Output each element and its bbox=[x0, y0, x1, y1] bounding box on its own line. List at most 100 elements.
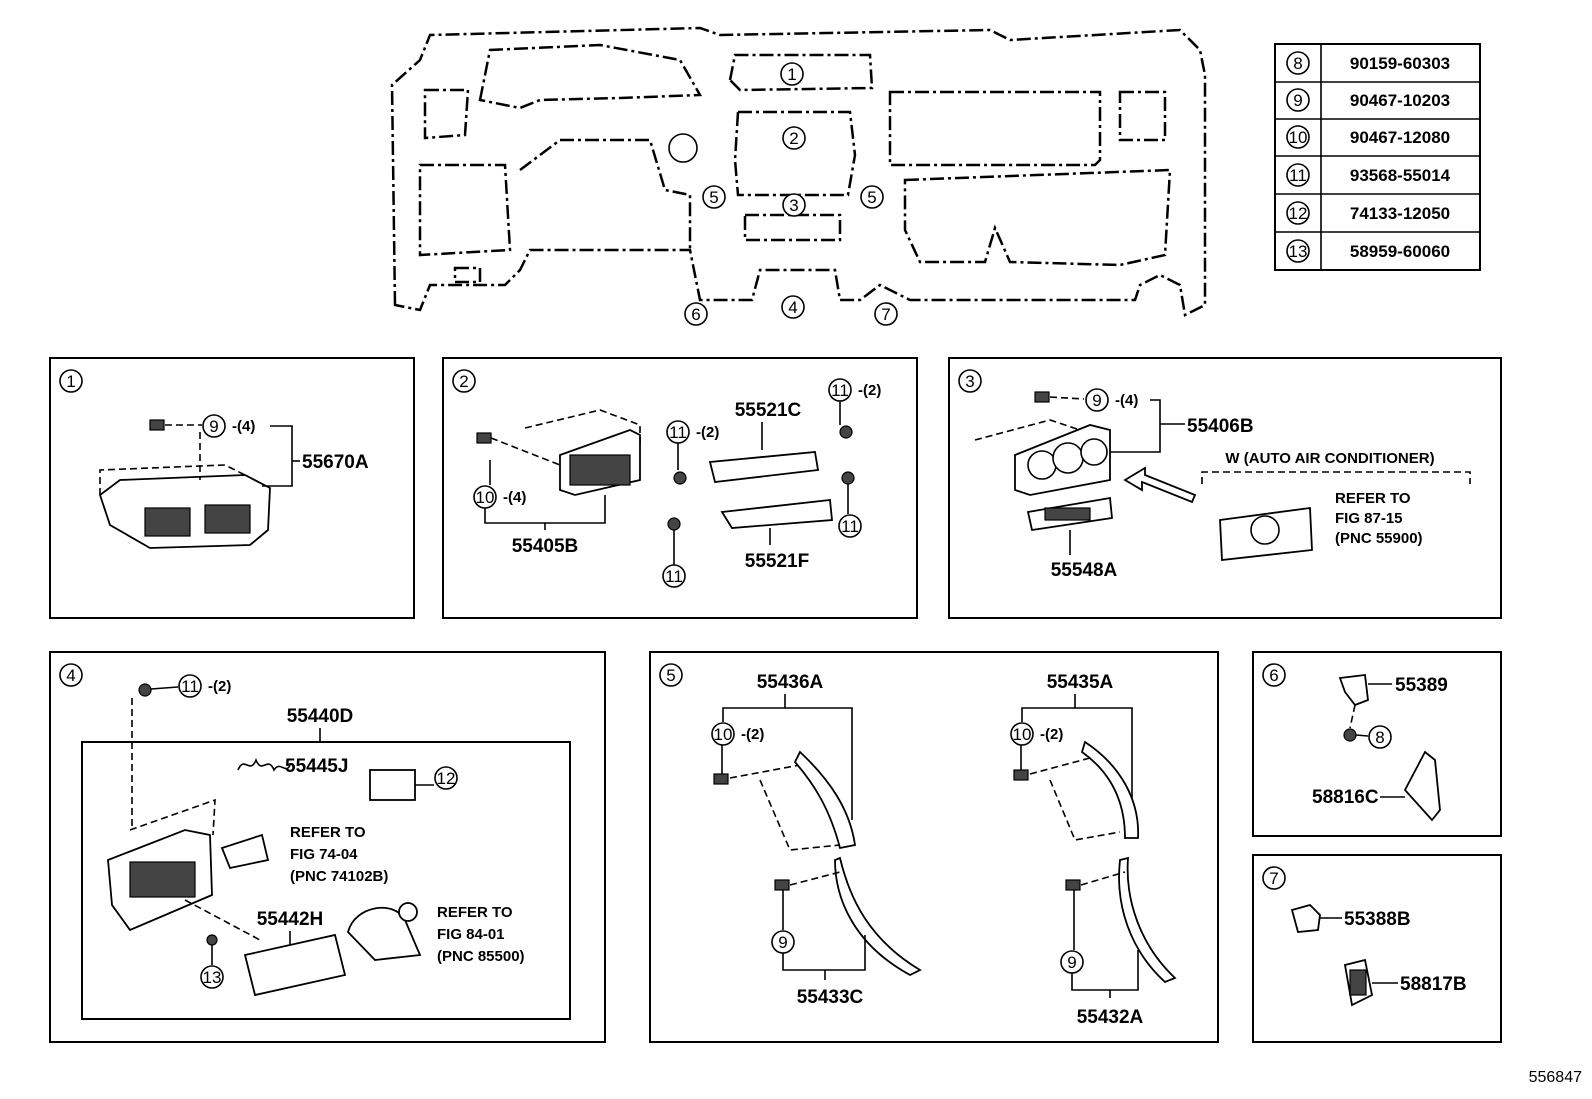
clip-icon bbox=[1034, 391, 1050, 403]
svg-text:12: 12 bbox=[437, 769, 456, 788]
instrument-panel-overview bbox=[390, 26, 1207, 317]
svg-text:4: 4 bbox=[788, 298, 797, 317]
svg-text:-(4): -(4) bbox=[232, 418, 255, 435]
register-55670A bbox=[98, 464, 271, 549]
svg-text:55432A: 55432A bbox=[1077, 1007, 1144, 1028]
svg-text:REFER TO: REFER TO bbox=[1335, 490, 1411, 507]
overview-marker-4: 4 bbox=[781, 295, 805, 319]
svg-text:1: 1 bbox=[66, 372, 75, 391]
svg-text:-(4): -(4) bbox=[503, 489, 526, 506]
svg-text:4: 4 bbox=[66, 666, 75, 685]
svg-text:90467-12080: 90467-12080 bbox=[1350, 128, 1450, 147]
svg-text:13: 13 bbox=[203, 968, 222, 987]
svg-text:55433C: 55433C bbox=[797, 987, 864, 1008]
svg-text:90159-60303: 90159-60303 bbox=[1350, 54, 1450, 73]
svg-text:(PNC 74102B): (PNC 74102B) bbox=[290, 868, 388, 885]
svg-text:REFER TO: REFER TO bbox=[290, 824, 366, 841]
svg-text:8: 8 bbox=[1293, 54, 1302, 73]
svg-text:(PNC 85500): (PNC 85500) bbox=[437, 948, 525, 965]
reference-table bbox=[1274, 43, 1481, 271]
svg-text:9: 9 bbox=[209, 417, 218, 436]
overview-marker-1: 1 bbox=[780, 62, 804, 86]
svg-text:55440D: 55440D bbox=[287, 706, 354, 727]
svg-text:13: 13 bbox=[1289, 242, 1308, 261]
svg-text:11: 11 bbox=[181, 677, 199, 696]
overview-marker-5-left: 5 bbox=[702, 185, 726, 209]
svg-text:FIG 87-15: FIG 87-15 bbox=[1335, 510, 1403, 527]
panel-2: 2 10 -(4) 55405B 55521C 11 -(2) 11 -(2) … bbox=[442, 357, 918, 619]
overview-marker-5-right: 5 bbox=[860, 185, 884, 209]
clip-icon bbox=[149, 419, 165, 431]
svg-text:3: 3 bbox=[965, 372, 974, 391]
svg-text:9: 9 bbox=[778, 933, 787, 952]
svg-text:58816C: 58816C bbox=[1312, 787, 1379, 808]
svg-text:55435A: 55435A bbox=[1047, 672, 1114, 693]
svg-text:55405B: 55405B bbox=[512, 536, 579, 557]
svg-text:8: 8 bbox=[1375, 728, 1384, 747]
svg-text:5: 5 bbox=[709, 188, 718, 207]
svg-text:55670A: 55670A bbox=[302, 452, 369, 473]
svg-text:-(2): -(2) bbox=[208, 678, 231, 695]
overview-marker-7: 7 bbox=[874, 302, 898, 326]
svg-text:58959-60060: 58959-60060 bbox=[1350, 242, 1450, 261]
svg-text:FIG 84-01: FIG 84-01 bbox=[437, 926, 505, 943]
table-row: 13 58959-60060 bbox=[1286, 239, 1450, 263]
svg-text:55442H: 55442H bbox=[257, 909, 324, 930]
svg-text:11: 11 bbox=[669, 423, 687, 442]
svg-text:2: 2 bbox=[789, 129, 798, 148]
svg-text:(PNC 55900): (PNC 55900) bbox=[1335, 530, 1423, 547]
svg-text:-(2): -(2) bbox=[1040, 726, 1063, 743]
diagram-id: 556847 bbox=[1528, 1069, 1582, 1086]
overview-marker-2: 2 bbox=[782, 126, 806, 150]
svg-text:-(4): -(4) bbox=[1115, 392, 1138, 409]
svg-text:-(2): -(2) bbox=[696, 424, 719, 441]
svg-text:7: 7 bbox=[881, 305, 890, 324]
svg-text:7: 7 bbox=[1269, 869, 1278, 888]
svg-text:2: 2 bbox=[459, 372, 468, 391]
panel-3: 3 9 -(4) 55406B 55548A W (AUTO AIR CONDI… bbox=[948, 357, 1502, 619]
panel-5: 5 55436A 10 -(2) 9 55433C 55435A 10 -(2)… bbox=[649, 651, 1219, 1043]
svg-text:-(2): -(2) bbox=[858, 382, 881, 399]
svg-text:74133-12050: 74133-12050 bbox=[1350, 204, 1450, 223]
svg-text:55389: 55389 bbox=[1395, 675, 1448, 696]
svg-text:9: 9 bbox=[1067, 953, 1076, 972]
svg-text:-(2): -(2) bbox=[741, 726, 764, 743]
svg-text:55521C: 55521C bbox=[735, 400, 802, 421]
overview-marker-3: 3 bbox=[782, 193, 806, 217]
svg-text:12: 12 bbox=[1289, 204, 1308, 223]
table-row: 12 74133-12050 bbox=[1286, 201, 1450, 225]
svg-text:10: 10 bbox=[1013, 725, 1032, 744]
svg-text:11: 11 bbox=[831, 381, 849, 400]
svg-text:3: 3 bbox=[789, 196, 798, 215]
table-row: 11 93568-55014 bbox=[1286, 163, 1451, 187]
svg-text:6: 6 bbox=[1269, 666, 1278, 685]
clip-icon bbox=[476, 432, 492, 444]
clip-icon bbox=[713, 773, 729, 785]
svg-text:90467-10203: 90467-10203 bbox=[1350, 91, 1450, 110]
panel-1: 1 9 -(4) 55670A bbox=[49, 357, 415, 619]
svg-text:55406B: 55406B bbox=[1187, 416, 1254, 437]
svg-text:55445J: 55445J bbox=[285, 756, 348, 777]
svg-text:93568-55014: 93568-55014 bbox=[1350, 166, 1451, 185]
svg-text:1: 1 bbox=[787, 65, 796, 84]
clip-icon bbox=[774, 879, 790, 891]
svg-text:9: 9 bbox=[1092, 391, 1101, 410]
svg-text:10: 10 bbox=[476, 488, 495, 507]
svg-text:FIG 74-04: FIG 74-04 bbox=[290, 846, 358, 863]
svg-text:5: 5 bbox=[666, 666, 675, 685]
svg-text:REFER TO: REFER TO bbox=[437, 904, 513, 921]
svg-text:5: 5 bbox=[867, 188, 876, 207]
svg-text:6: 6 bbox=[691, 305, 700, 324]
svg-text:11: 11 bbox=[841, 517, 859, 536]
svg-text:11: 11 bbox=[1289, 166, 1307, 185]
table-row: 10 90467-12080 bbox=[1286, 125, 1450, 149]
overview-marker-6: 6 bbox=[684, 302, 708, 326]
panel-7: 7 55388B 58817B bbox=[1252, 854, 1502, 1043]
svg-text:10: 10 bbox=[1289, 128, 1308, 147]
svg-text:10: 10 bbox=[714, 725, 733, 744]
table-row: 8 90159-60303 bbox=[1286, 51, 1450, 75]
clip-icon bbox=[1013, 769, 1029, 781]
svg-text:11: 11 bbox=[665, 567, 683, 586]
panel-4: 4 11 -(2) 55440D 55445J 12 REFER TO FIG … bbox=[49, 651, 606, 1043]
